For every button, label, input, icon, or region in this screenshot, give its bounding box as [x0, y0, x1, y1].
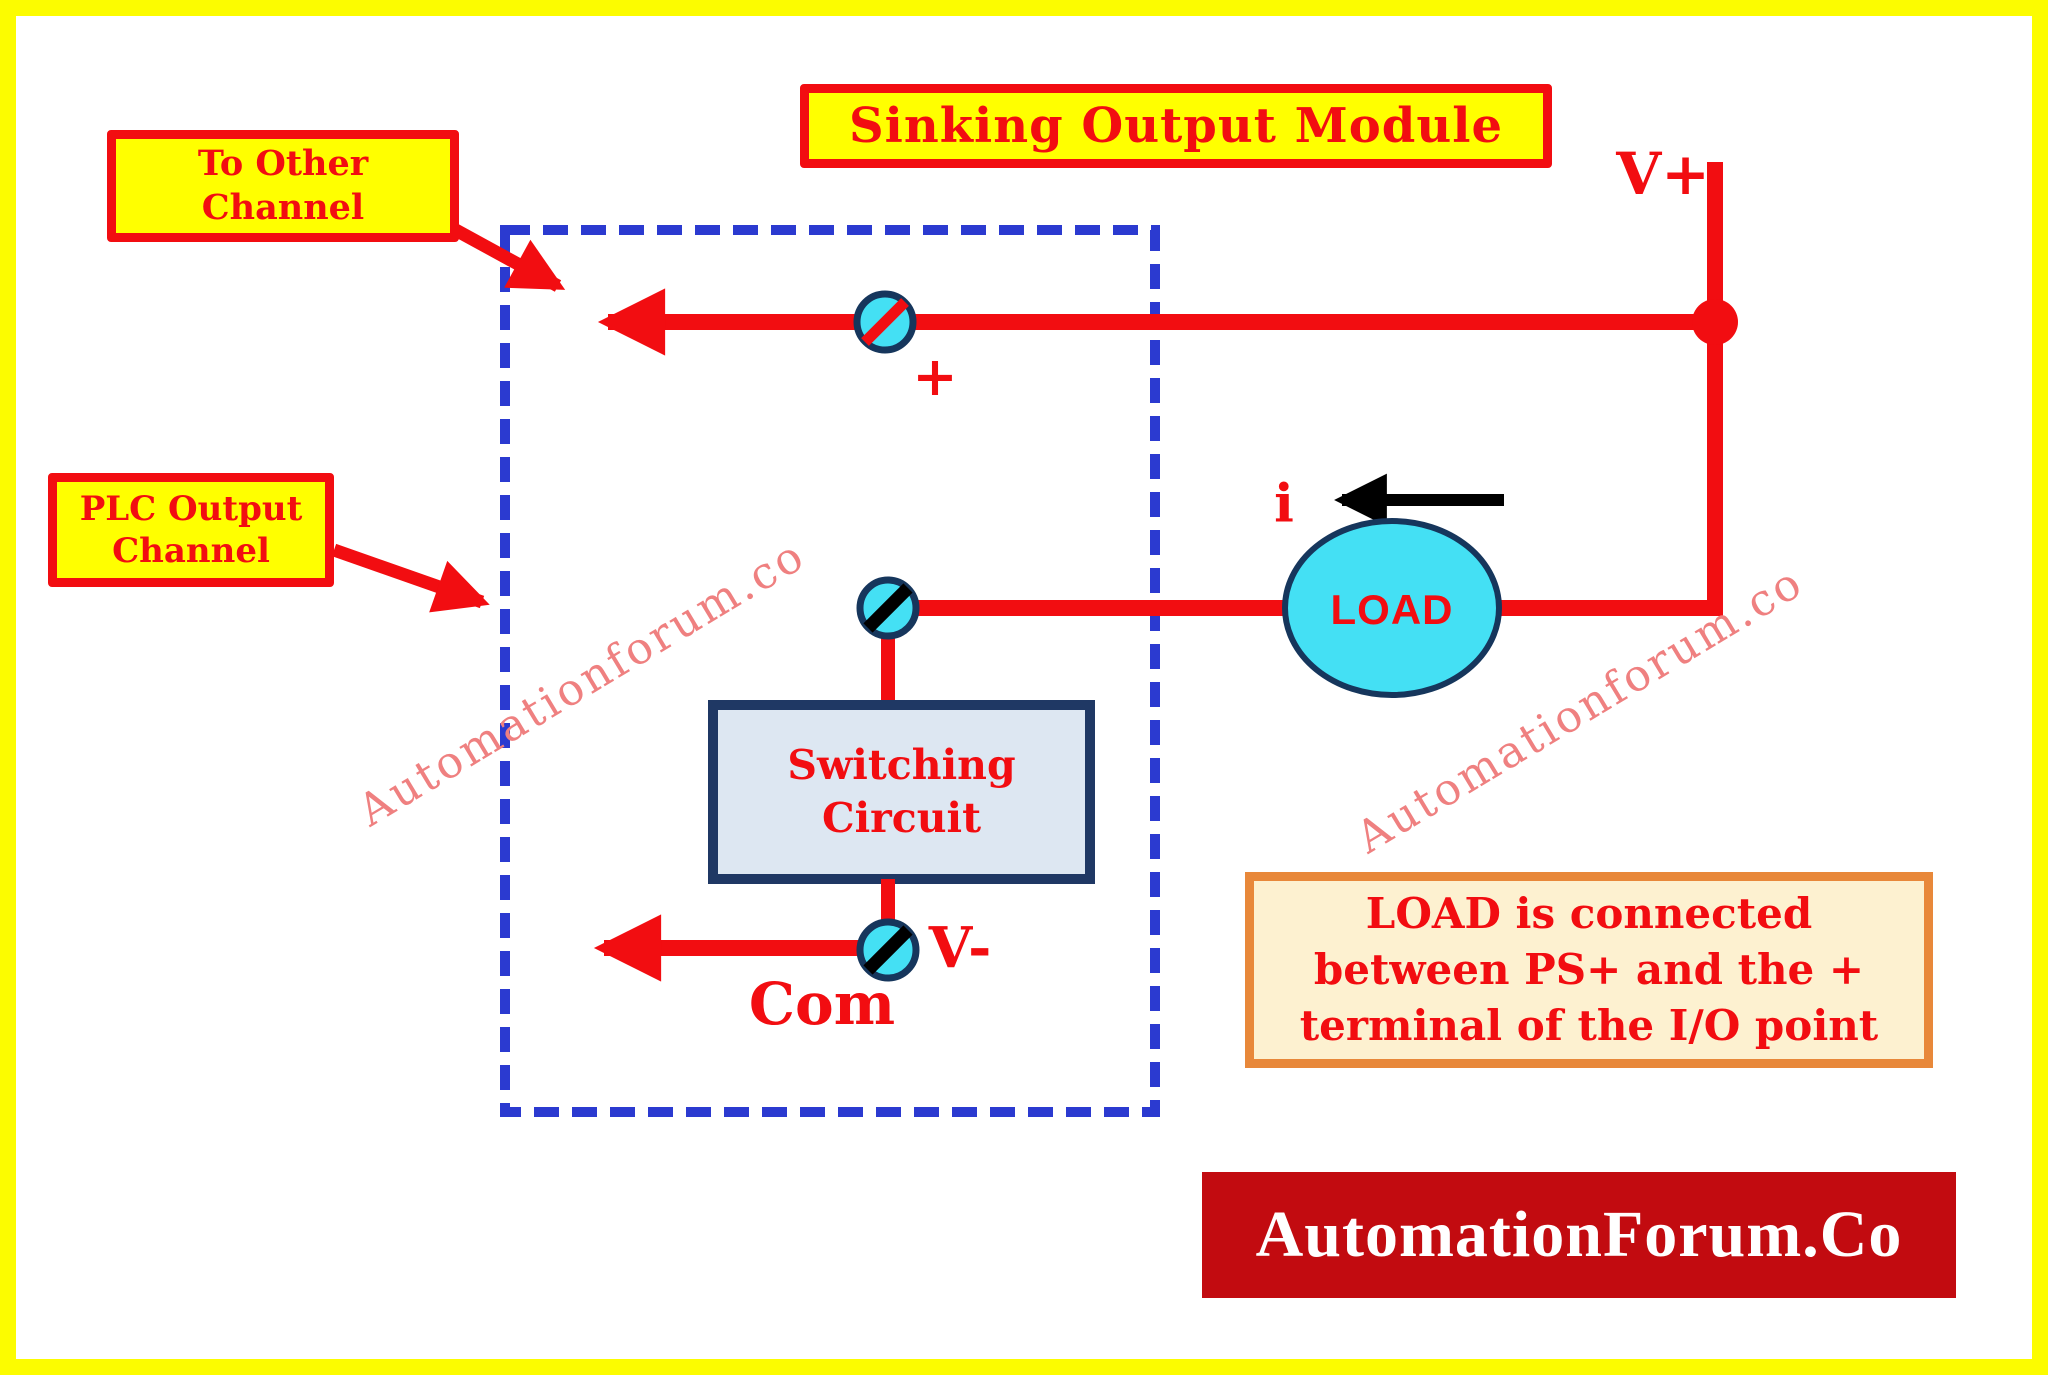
switching-circuit-line: Circuit — [821, 794, 982, 842]
vplus-label: V+ — [1616, 140, 1710, 208]
switching-circuit-box — [708, 700, 1095, 884]
vminus-label: V- — [928, 915, 992, 981]
switching-circuit-line: Switching — [787, 740, 1016, 789]
callout-line: Channel — [112, 531, 270, 571]
plus-terminal-label: + — [912, 344, 958, 408]
terminal-com-icon — [856, 918, 920, 982]
load-ellipse — [1282, 518, 1502, 698]
callout-to-other-channel: To Other Channel — [107, 130, 459, 242]
current-label: i — [1274, 473, 1294, 535]
arrow-to-other-channel — [448, 222, 566, 292]
arrow-plc-channel — [331, 543, 490, 613]
brand-text: AutomationForum.Co — [1255, 1198, 1903, 1271]
note-line: terminal of the I/O point — [1299, 1000, 1879, 1050]
note-box: LOAD is connected between PS+ and the + … — [1245, 872, 1933, 1068]
load-label: LOAD — [1330, 586, 1454, 633]
plc-channel-dashed-boundary — [500, 225, 1160, 1117]
brand-banner: AutomationForum.Co — [1202, 1172, 1956, 1298]
com-label: Com — [748, 970, 896, 1038]
title-box: Sinking Output Module — [800, 84, 1552, 168]
callout-plc-output-channel: PLC Output Channel — [48, 473, 334, 587]
callout-line: PLC Output — [79, 488, 303, 529]
circuit-drawing — [331, 162, 1738, 1117]
switching-circuit-label: Switching Circuit — [713, 705, 1090, 879]
note-line: LOAD is connected — [1365, 889, 1813, 939]
callout-line: To Other — [197, 143, 369, 185]
note-line: between PS+ and the + — [1313, 945, 1865, 995]
terminal-output-icon — [856, 576, 920, 640]
page-title: Sinking Output Module — [848, 98, 1504, 154]
callout-line: Channel — [201, 187, 365, 228]
junction-dot — [1692, 299, 1738, 345]
terminal-plus-icon — [853, 290, 917, 354]
